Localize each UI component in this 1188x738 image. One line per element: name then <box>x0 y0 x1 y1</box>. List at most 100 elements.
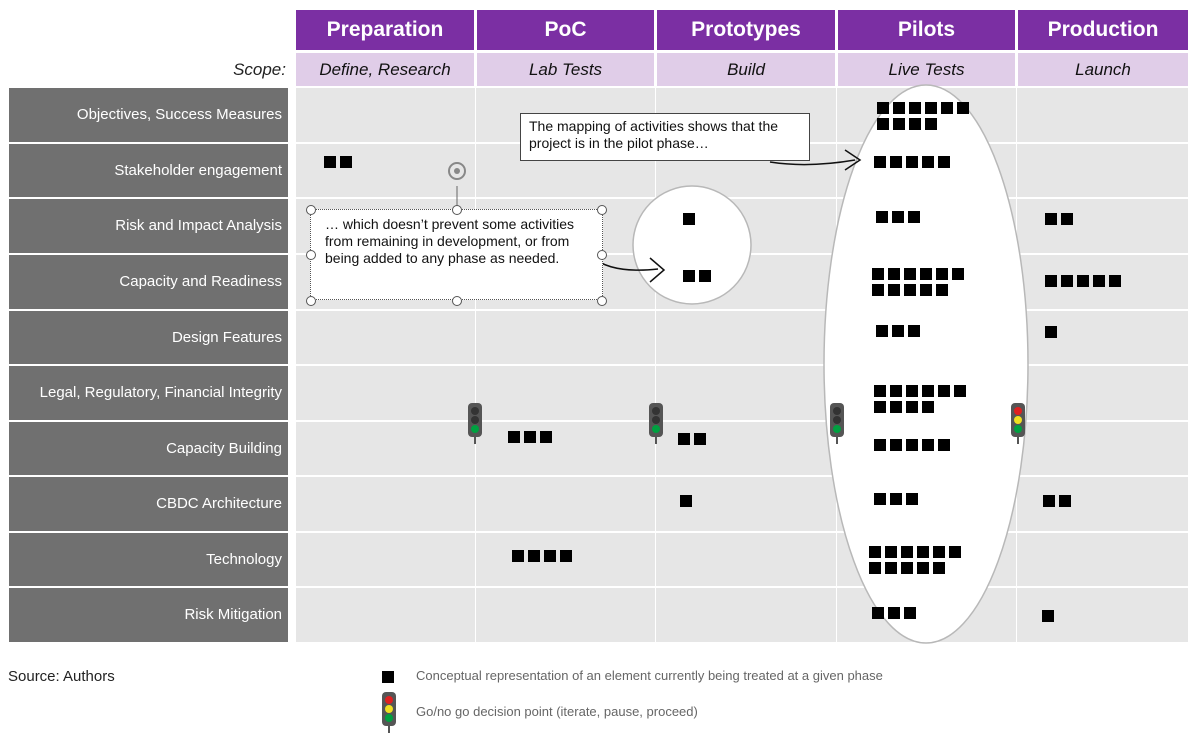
element-marker <box>528 550 540 562</box>
element-marker <box>936 284 948 296</box>
element-group <box>683 213 695 225</box>
element-marker <box>872 607 884 619</box>
element-marker <box>892 211 904 223</box>
element-marker <box>1061 213 1073 225</box>
element-marker <box>874 401 886 413</box>
element-marker <box>890 156 902 168</box>
scope-production: Launch <box>1018 53 1188 86</box>
element-marker <box>893 102 905 114</box>
element-marker <box>936 268 948 280</box>
grid-row <box>296 533 1188 586</box>
element-marker <box>922 156 934 168</box>
row-label-technology: Technology <box>9 533 288 586</box>
traffic-light-icon <box>830 403 844 444</box>
development-highlight-circle <box>632 185 752 305</box>
element-marker <box>872 284 884 296</box>
element-group <box>876 325 920 337</box>
element-marker <box>954 385 966 397</box>
element-marker <box>925 118 937 130</box>
element-marker <box>904 607 916 619</box>
element-marker <box>340 156 352 168</box>
resize-handle[interactable] <box>452 205 462 215</box>
row-label-risk-mitigation: Risk Mitigation <box>9 588 288 642</box>
element-marker <box>938 439 950 451</box>
element-group <box>1045 326 1057 338</box>
element-marker <box>683 270 695 282</box>
element-marker <box>1109 275 1121 287</box>
element-group <box>872 268 964 296</box>
element-group <box>876 211 920 223</box>
element-group <box>874 439 950 451</box>
element-marker <box>892 325 904 337</box>
row-label-legal-regulatory: Legal, Regulatory, Financial Integrity <box>9 366 288 420</box>
element-marker <box>925 102 937 114</box>
rotate-icon <box>448 162 466 180</box>
element-marker <box>938 385 950 397</box>
element-marker <box>874 385 886 397</box>
element-marker <box>957 102 969 114</box>
element-marker <box>890 385 902 397</box>
element-marker <box>890 493 902 505</box>
resize-handle[interactable] <box>306 205 316 215</box>
legend-element-text: Conceptual representation of an element … <box>416 668 883 683</box>
resize-handle[interactable] <box>452 296 462 306</box>
element-marker <box>906 493 918 505</box>
resize-handle[interactable] <box>597 250 607 260</box>
element-marker <box>906 401 918 413</box>
element-marker <box>872 268 884 280</box>
element-marker <box>941 102 953 114</box>
element-marker <box>1061 275 1073 287</box>
element-group <box>324 156 352 168</box>
element-group <box>1045 213 1073 225</box>
element-marker <box>908 325 920 337</box>
element-marker <box>324 156 336 168</box>
traffic-light-icon <box>468 403 482 444</box>
resize-handle[interactable] <box>306 296 316 306</box>
pilot-callout-arrow <box>769 159 856 166</box>
element-marker <box>933 546 945 558</box>
element-group <box>872 607 916 619</box>
element-marker <box>877 102 889 114</box>
resize-handle[interactable] <box>306 250 316 260</box>
element-marker <box>874 156 886 168</box>
element-marker <box>890 439 902 451</box>
element-group <box>1043 495 1071 507</box>
resize-handle[interactable] <box>597 205 607 215</box>
resize-handle[interactable] <box>597 296 607 306</box>
pilot-phase-callout: The mapping of activities shows that the… <box>520 113 810 161</box>
element-group <box>1042 610 1054 622</box>
element-marker <box>694 433 706 445</box>
element-marker <box>922 385 934 397</box>
element-marker <box>906 156 918 168</box>
legend-traffic-light-icon <box>382 692 396 733</box>
grid-row <box>296 477 1188 531</box>
development-callout: … which doesn’t prevent some activities … <box>310 209 603 300</box>
legend-decision-text: Go/no go decision point (iterate, pause,… <box>416 704 698 719</box>
element-marker <box>869 562 881 574</box>
element-marker <box>1059 495 1071 507</box>
element-marker <box>678 433 690 445</box>
element-marker <box>1093 275 1105 287</box>
element-marker <box>922 439 934 451</box>
element-marker <box>544 550 556 562</box>
element-marker <box>508 431 520 443</box>
element-marker <box>901 562 913 574</box>
element-marker <box>524 431 536 443</box>
element-marker <box>885 562 897 574</box>
element-marker <box>904 268 916 280</box>
element-marker <box>938 156 950 168</box>
element-group <box>508 431 552 443</box>
scope-label: Scope: <box>233 60 286 79</box>
phase-header-poc: PoC <box>477 10 654 50</box>
grid-row <box>296 422 1188 475</box>
row-label-capacity-building: Capacity Building <box>9 422 288 475</box>
element-marker <box>920 284 932 296</box>
element-group <box>877 102 969 130</box>
element-group <box>874 156 950 168</box>
element-marker <box>904 284 916 296</box>
element-marker <box>909 102 921 114</box>
development-arrowhead <box>649 257 666 283</box>
element-marker <box>1042 610 1054 622</box>
scope-prototypes: Build <box>657 53 835 86</box>
